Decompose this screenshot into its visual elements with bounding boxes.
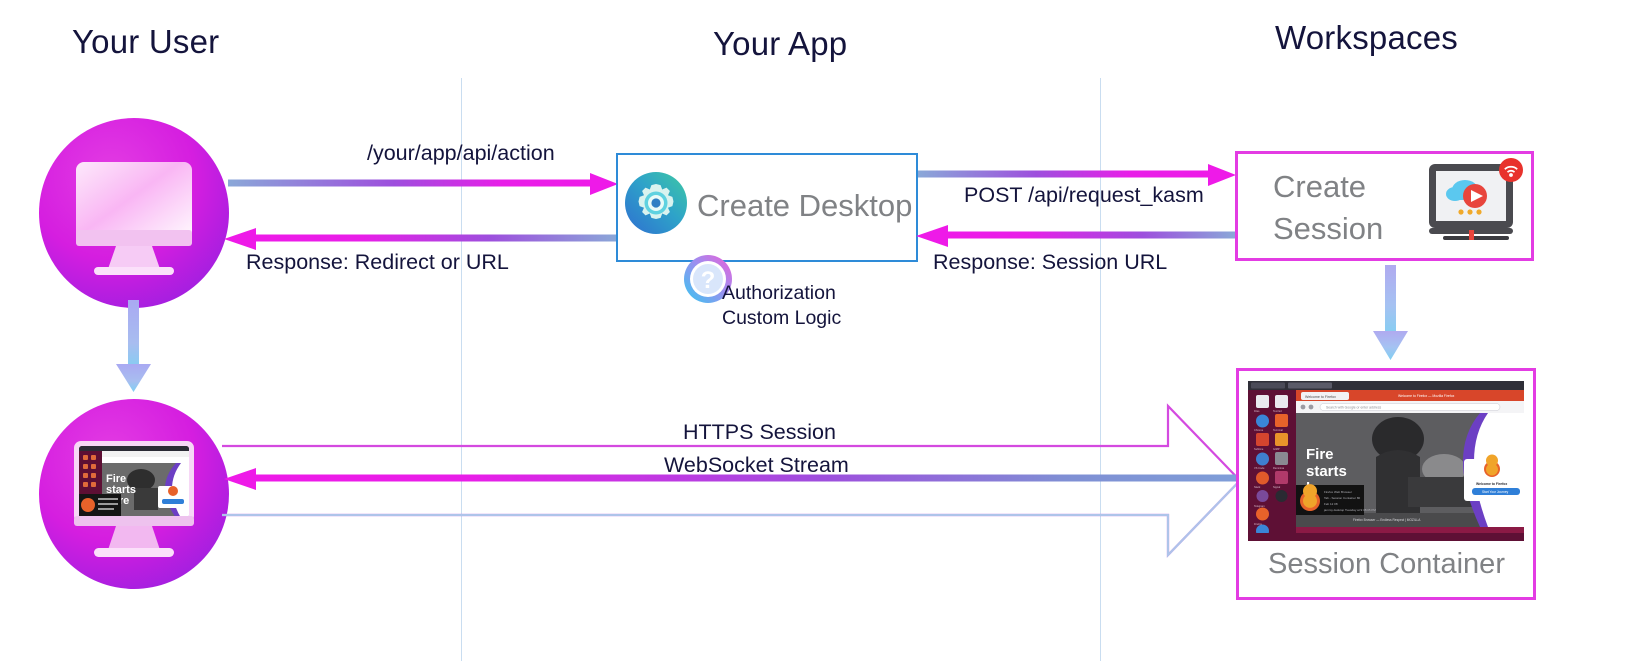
svg-text:Feb 12 08: Feb 12 08 [1324,502,1338,506]
svg-text:VS Code: VS Code [1254,466,1265,470]
monitor-cloud-play-icon-wrap [1423,158,1527,256]
flow-arrow-post-kasm [918,164,1236,186]
svg-text:Remmina: Remmina [1273,466,1285,470]
left-arrow-icon [224,468,1244,490]
svg-text:Welcome to Firefox — Mozilla F: Welcome to Firefox — Mozilla Firefox [1398,394,1455,398]
svg-text:Sublime: Sublime [1254,447,1264,451]
vertical-flow-user [106,300,166,396]
svg-text:Fire: Fire [106,473,126,485]
authorization-label-line1: Authorization [722,282,836,304]
left-arrow-icon [224,228,618,250]
flow-arrow-websocket-stream [224,468,1244,490]
svg-text:?: ? [701,267,716,294]
svg-text:Telegram: Telegram [1254,504,1265,508]
svg-text:Signal: Signal [1273,485,1281,489]
session-container-label: Session Container [1268,548,1505,580]
question-mark-icon: ? [684,255,732,303]
right-arrow-icon [918,164,1236,186]
flow-arrow-session-return-outline [222,398,1244,563]
svg-text:Firefox: Firefox [1254,522,1263,526]
lane-divider-2 [1100,78,1101,661]
svg-text:Search with Google or enter ad: Search with Google or enter address [1326,406,1382,410]
screenshot-headline-2: starts [1306,463,1347,480]
svg-text:Text Ed: Text Ed [1273,409,1282,413]
svg-text:jammy desktop Tuesday at 9:38:: jammy desktop Tuesday at 9:38:05 PM [1323,508,1376,512]
lane-title-app: Your App [713,25,848,62]
user-monitor-node [38,117,230,309]
authorization-icon-wrap: ? [684,255,732,303]
flow-arrow-resp-session-url [916,225,1236,247]
flow-arrow-resp-redirect [224,228,618,250]
authorization-label-line2: Custom Logic [722,307,842,329]
create-session-label-line2: Session [1273,211,1384,246]
svg-text:Slack: Slack [1254,485,1261,489]
user-session-monitor-node: Fire starts here [38,398,230,590]
create-desktop-label: Create Desktop [697,188,913,223]
down-arrow-icon [1373,265,1408,360]
hollow-arrow-lower-icon [222,479,1241,558]
svg-text:Welcome to Firefox: Welcome to Firefox [1305,395,1336,399]
right-arrow-icon [228,173,618,195]
lane-divider-1 [461,78,462,661]
flow-label-resp-redirect: Response: Redirect or URL [246,250,509,274]
svg-text:Firefox Web Browser: Firefox Web Browser [1324,490,1352,494]
flow-label-req-action: /your/app/api/action [367,141,555,165]
gear-icon-wrap [625,172,687,234]
user-monitor-icon [39,118,229,308]
svg-text:Chrome: Chrome [1254,428,1264,432]
flow-label-post-kasm: POST /api/request_kasm [964,183,1204,207]
lane-title-workspaces: Workspaces [1275,19,1458,56]
svg-text:starts: starts [106,484,136,496]
monitor-cloud-play-icon [1429,158,1523,240]
create-session-label-line1: Create [1273,169,1367,204]
down-arrow-icon [116,300,151,392]
svg-text:GIMP: GIMP [1273,447,1280,451]
screenshot-headline-1: Fire [1306,446,1334,463]
svg-text:Start Your Journey: Start Your Journey [1482,490,1509,494]
vertical-flow-workspaces [1362,265,1422,365]
svg-text:Tab - Session Container 80: Tab - Session Container 80 [1324,496,1361,500]
ubuntu-firefox-desktop-image: Files Text Ed Chrome Terminal Sublime GI… [1248,381,1524,541]
flow-label-https-session: HTTPS Session [683,420,836,444]
svg-text:Welcome to Firefox: Welcome to Firefox [1476,482,1507,486]
svg-text:Firefox Browser — Endless Resp: Firefox Browser — Endless Respect | MOZI… [1353,518,1421,522]
gear-icon [625,172,687,234]
session-container-screenshot: Files Text Ed Chrome Terminal Sublime GI… [1248,381,1524,541]
svg-text:Terminal: Terminal [1273,428,1283,432]
flow-arrow-req-action [228,173,618,195]
lane-title-user: Your User [72,23,220,60]
user-session-monitor-icon: Fire starts here [39,399,229,589]
left-arrow-icon [916,225,1236,247]
svg-text:Files: Files [1254,409,1260,413]
flow-label-resp-session-url: Response: Session URL [933,250,1168,274]
flow-label-websocket-stream: WebSocket Stream [664,453,849,477]
